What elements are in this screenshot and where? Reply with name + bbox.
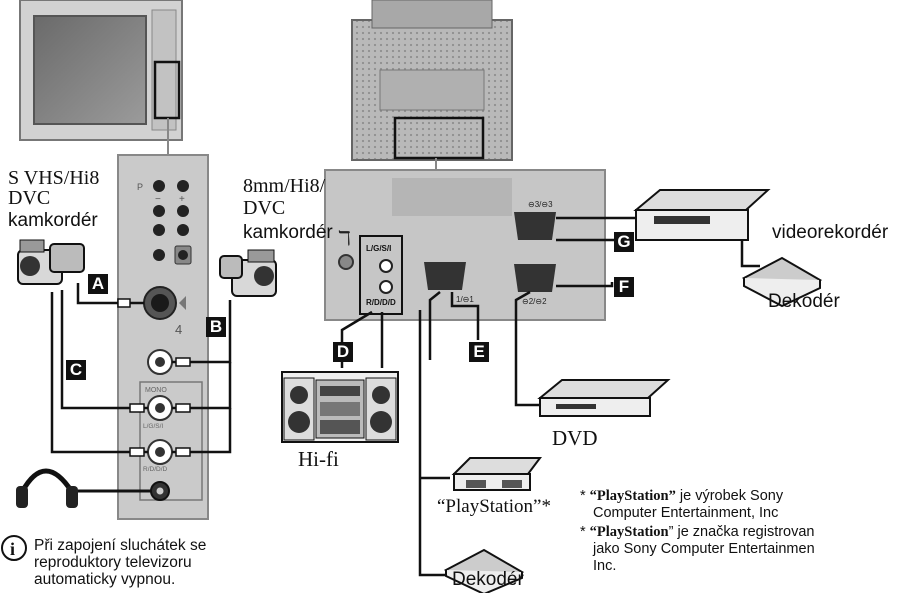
dvd-device (540, 380, 668, 416)
vcr-device (636, 190, 768, 240)
playstation-device (454, 458, 540, 490)
vcr-label: videorekordér (772, 222, 888, 244)
panel-p-label: P (137, 182, 143, 192)
dvd-label: DVD (552, 426, 598, 451)
rear-rd-label: R/D/D/D (366, 298, 396, 307)
right-camcorder-label-line1: 8mm/Hi8/ (243, 175, 325, 197)
scart3-label: ⊖3/⊖3 (528, 200, 553, 209)
ps-note-1-rest: je výrobek Sony (676, 488, 783, 504)
ps-note-2-bold: “PlayStation (590, 524, 669, 540)
panel-rd-label: R/D/D/D (143, 466, 168, 473)
panel-plus-label: + (179, 194, 185, 205)
rear-lg-label: L/G/S/I (366, 244, 391, 253)
panel-lg-label: L/G/S/I (143, 423, 163, 430)
tag-f: F (614, 277, 634, 297)
tag-c: C (66, 360, 86, 380)
scart1-label: 1/⊖1 (456, 295, 474, 304)
ps-note-1-cont: Computer Entertainment, Inc (593, 505, 778, 521)
hifi-label: Hi-fi (298, 447, 339, 472)
panel-minus-label: − (155, 194, 161, 205)
right-camcorder-label-line3: kamkordér (243, 222, 333, 244)
left-camcorder-label-line1: S VHS/Hi8 (8, 168, 99, 188)
decoder-vcr-label: Dekodér (768, 291, 840, 313)
right-camcorder-label-line2: DVC (243, 197, 325, 219)
ps-note-2-cont: jako Sony Computer Entertainmen (593, 541, 815, 557)
tag-a: A (88, 274, 108, 294)
left-camcorder (18, 240, 84, 284)
info-note: Při zapojení sluchátek se reproduktory t… (34, 537, 206, 588)
playstation-label: “PlayStation”* (437, 496, 551, 518)
info-note-line1: Při zapojení sluchátek se (34, 537, 206, 554)
ps-note-2-cont2: Inc. (593, 558, 616, 574)
tag-b: B (206, 317, 226, 337)
ps-note-1: * “PlayStation” je výrobek Sony (580, 488, 783, 504)
hifi-device (282, 372, 398, 442)
rear-tv (352, 0, 512, 170)
tag-e: E (469, 342, 489, 362)
decoder-bottom-label: Dekodér (452, 569, 524, 591)
panel-svideo-number: 4 (175, 322, 182, 337)
svg-text:ℸ: ℸ (338, 228, 351, 250)
left-camcorder-label-line2: DVC (8, 188, 99, 208)
front-panel (118, 155, 208, 519)
scart2-label: ⊖2/⊖2 (522, 297, 547, 306)
front-tv (20, 0, 182, 155)
ps-note-2-mark: * (580, 524, 590, 540)
left-camcorder-label: S VHS/Hi8 DVC (8, 168, 99, 208)
ps-note-1-bold: “PlayStation” (590, 488, 676, 504)
tag-g: G (614, 232, 634, 252)
tag-d: D (333, 342, 353, 362)
svg-text:i: i (10, 539, 15, 559)
ps-note-2: * “PlayStation” je značka registrovan (580, 524, 815, 540)
right-camcorder (220, 250, 276, 296)
info-icon: i (2, 536, 26, 560)
ps-note-2-rest: ” je značka registrovan (669, 524, 815, 540)
right-camcorder-label: 8mm/Hi8/ DVC (243, 175, 325, 219)
left-camcorder-label-line3: kamkordér (8, 210, 98, 232)
ps-note-1-mark: * (580, 488, 590, 504)
info-note-line2: reproduktory televizoru (34, 554, 206, 571)
panel-mono-label: MONO (145, 387, 167, 394)
info-note-line3: automaticky vypnou. (34, 571, 206, 588)
